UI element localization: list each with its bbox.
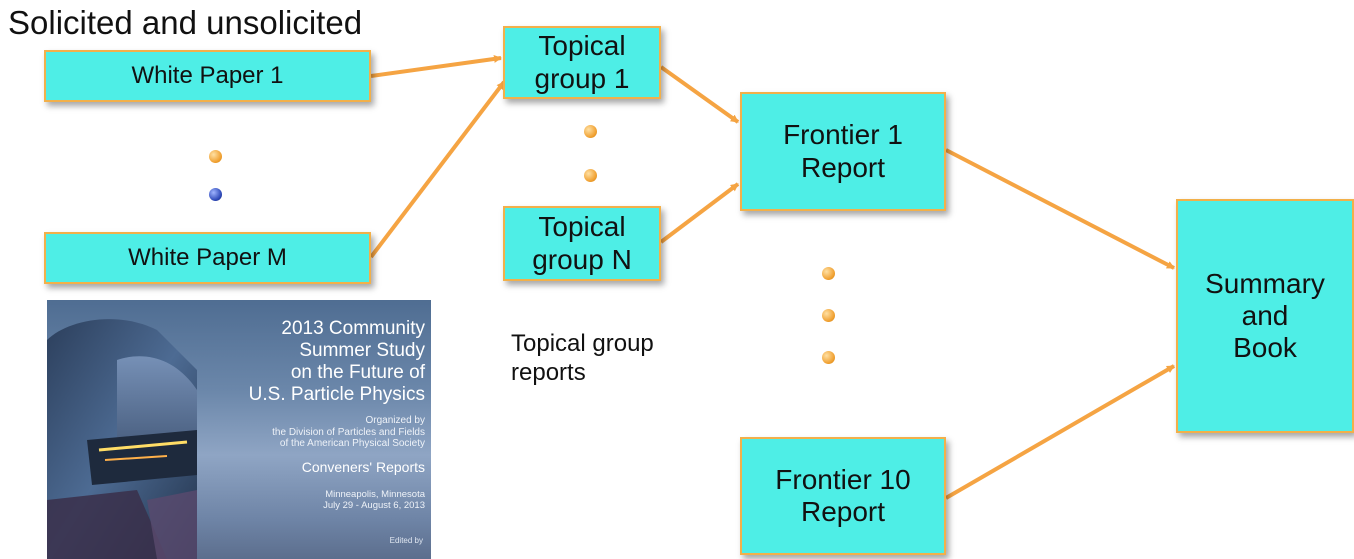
arrow-tg1-to-f1	[659, 65, 740, 124]
summary-line1: Summary	[1205, 267, 1325, 299]
building-illustration	[47, 319, 197, 559]
white-paper-last-label: White Paper M	[128, 244, 287, 272]
arrow-wp1-to-tg1	[370, 54, 502, 78]
cover-title-line: on the Future of	[290, 361, 425, 383]
ellipsis-dot	[822, 309, 835, 322]
ellipsis-dot	[822, 267, 835, 280]
topical-group-reports-caption: Topical group reports	[511, 330, 654, 388]
arrow-tgn-to-f1	[659, 182, 740, 244]
frontier-first-line2: Report	[800, 151, 886, 183]
cover-reports-label: Conveners' Reports	[301, 459, 425, 475]
cover-title-line: 2013 Community	[281, 318, 425, 339]
caption-line1: Topical group	[511, 330, 654, 357]
frontier-last-box: Frontier 10 Report	[740, 437, 946, 555]
arrow-wpm-to-tg1	[369, 80, 506, 259]
ellipsis-dot	[209, 150, 222, 163]
ellipsis-dot	[584, 125, 597, 138]
cover-edited-by: Edited by	[389, 536, 423, 545]
topical-group-last-line1: Topical	[538, 211, 626, 243]
section-heading: Solicited and unsolicited	[8, 4, 363, 41]
cover-organizer-line: the Division of Particles and Fields	[272, 426, 425, 438]
topical-group-first-line2: group 1	[534, 62, 630, 94]
cover-organizer-line: Organized by	[365, 415, 425, 426]
topical-group-last-box: Topical group N	[503, 206, 661, 281]
cover-place: Minneapolis, Minnesota July 29 - August …	[323, 489, 425, 512]
topical-group-first-line1: Topical	[538, 30, 626, 62]
cover-organizer: Organized by the Division of Particles a…	[272, 415, 425, 450]
arrow-f1-to-summary	[945, 148, 1175, 270]
frontier-first-line1: Frontier 1	[783, 119, 903, 151]
summary-line2: and	[1241, 299, 1289, 331]
ellipsis-dot-blue	[209, 188, 222, 201]
topical-group-last-line2: group N	[532, 243, 632, 275]
ellipsis-dot	[584, 169, 597, 182]
cover-title: 2013 Community Summer Study on the Futur…	[249, 318, 425, 405]
ellipsis-dot	[822, 351, 835, 364]
cover-title-line: U.S. Particle Physics	[248, 383, 425, 405]
frontier-last-line2: Report	[800, 496, 886, 527]
topical-group-first-box: Topical group 1	[503, 26, 661, 99]
white-paper-last-box: White Paper M	[44, 232, 371, 284]
cover-title-line: Summer Study	[299, 339, 425, 361]
arrow-f10-to-summary	[944, 364, 1176, 500]
cover-place-line: Minneapolis, Minnesota	[325, 489, 425, 500]
book-cover-image: 2013 Community Summer Study on the Futur…	[47, 300, 431, 559]
white-paper-first-label: White Paper 1	[131, 62, 284, 90]
summary-line3: Book	[1233, 332, 1297, 364]
summary-box: Summary and Book	[1176, 199, 1354, 433]
white-paper-first-box: White Paper 1	[44, 50, 371, 102]
caption-line2: reports	[511, 358, 586, 386]
frontier-first-box: Frontier 1 Report	[740, 92, 946, 211]
cover-organizer-line: of the American Physical Society	[279, 438, 425, 449]
frontier-last-line1: Frontier 10	[775, 463, 911, 495]
cover-place-line: July 29 - August 6, 2013	[323, 499, 425, 511]
